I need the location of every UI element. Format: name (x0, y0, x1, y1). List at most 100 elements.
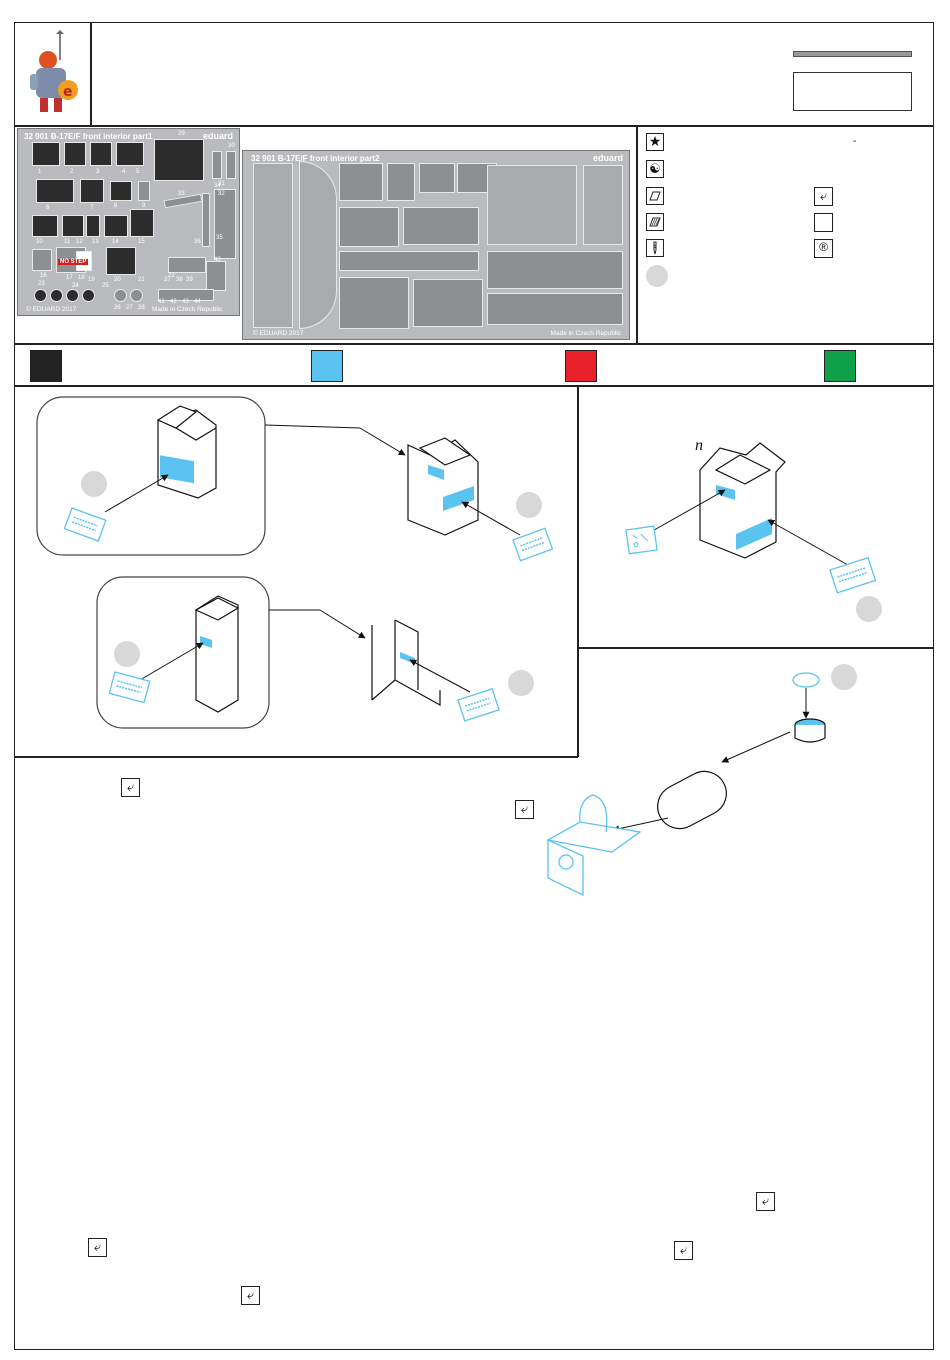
fret1-part-number: 43 (182, 299, 189, 305)
drill-icon (646, 239, 664, 257)
fret1-part-number: 40 (214, 257, 221, 263)
fret2-part-curved-panel (299, 161, 337, 329)
fret1-part-number: 34 (214, 183, 221, 189)
fret1-part-number: 44 (194, 299, 201, 305)
fret-divider (14, 343, 934, 345)
fret1-part-number: 1 (38, 169, 42, 175)
header-mark: - (853, 136, 857, 147)
fret1-part-number: 22 (168, 273, 175, 279)
fret1-part-panel (154, 139, 204, 181)
fret1-part-number: 29 (178, 131, 185, 137)
steps-divider (14, 756, 578, 758)
fret1-part-panel (104, 215, 128, 237)
fret1-part-number: 5 (136, 169, 140, 175)
fret1-part-number: 17 (66, 275, 73, 281)
fret1-part-small (158, 289, 214, 301)
fret1-part-gauge (50, 289, 63, 302)
fret1-part-panel (206, 261, 226, 291)
header-bar (793, 51, 912, 57)
fret1-part-panel (138, 181, 150, 201)
fret1-made-in: Made in Czech Republic (152, 306, 223, 313)
fret2-part-panel (413, 279, 483, 327)
fret2-part-panel (419, 163, 455, 193)
fret-part2: 32 901 B-17E/F front interior part2 edua… (242, 150, 630, 340)
color-swatch (824, 350, 856, 382)
plane-card-icon (646, 187, 664, 205)
fret-part1: 32 901 B-17E/F front interior part1 edua… (17, 128, 240, 316)
fret-legend-divider (636, 125, 638, 344)
r-circle-icon: ® (814, 239, 833, 258)
fret1-part-number: 8 (114, 203, 118, 209)
star-icon: ★ (646, 133, 664, 151)
fret1-part-number: 9 (142, 203, 146, 209)
fret1-part-number: 15 (138, 239, 145, 245)
fret1-part-number: 36 (194, 239, 201, 245)
bend-arrow-icon: ⤶ (88, 1238, 107, 1257)
fret1-part-panel (110, 181, 132, 201)
fret1-part-number: 26 (114, 305, 121, 311)
fret1-part-gauge (34, 289, 47, 302)
page-frame (14, 22, 934, 1350)
fret1-part-panel (64, 142, 86, 166)
bend-arrow-icon: ⤶ (674, 1241, 693, 1260)
fret1-part-number: 13 (92, 239, 99, 245)
yin-yang-icon: ☯ (646, 160, 664, 178)
color-swatch (311, 350, 343, 382)
fret1-part-number: 18 (78, 275, 85, 281)
fret1-part-number: 31 (218, 181, 225, 187)
hatched-card-icon (646, 213, 664, 231)
fret2-part-row (339, 251, 479, 271)
fret1-part-number: 27 (126, 305, 133, 311)
fret1-part-number: 30 (228, 143, 235, 149)
bend-arrow-icon: ⤶ (756, 1192, 775, 1211)
fret2-part-panel (387, 163, 415, 201)
fret1-part-number: 6 (46, 205, 50, 211)
fret1-part-panel (62, 215, 84, 237)
fret1-part-number: 37 (164, 277, 171, 283)
fret2-part-tall-panel (487, 165, 577, 245)
bend-arrow-icon: ⤶ (241, 1286, 260, 1305)
empty-box-icon (814, 213, 833, 232)
fret1-part-panel (32, 142, 60, 166)
fret1-part-number: 3 (96, 169, 100, 175)
header-divider (14, 125, 934, 127)
fret1-part-number: 20 (114, 277, 121, 283)
fret1-part-number: 24 (72, 283, 79, 289)
color-swatch (565, 350, 597, 382)
logo-divider (90, 22, 92, 126)
fret1-part-gauge (130, 289, 143, 302)
fret1-part-number: 10 (36, 239, 43, 245)
fret1-part-panel (32, 249, 52, 271)
fret1-part-number: 12 (76, 239, 83, 245)
fret1-title: 32 901 B-17E/F front interior part1 (24, 132, 153, 141)
fret1-part-number: 32 (218, 191, 225, 197)
fret1-part-number: 25 (102, 283, 109, 289)
fret1-part-number: 42 (170, 299, 177, 305)
fret2-title: 32 901 B-17E/F front interior part2 (251, 154, 380, 163)
bend-arrow-icon: ⤶ (814, 187, 833, 206)
fret1-part-number: 4 (122, 169, 126, 175)
color-swatch (30, 350, 62, 382)
fret1-part-lever (202, 193, 210, 247)
fret1-brand: eduard (202, 131, 233, 141)
fret1-part-gauge (82, 289, 95, 302)
fret1-copyright: © EDUARD 2017 (26, 306, 77, 313)
fret1-part-number: 28 (138, 305, 145, 311)
fret1-part-number: 14 (112, 239, 119, 245)
fret2-made-in: Made in Czech Republic (550, 330, 621, 337)
fret1-part-panel (80, 179, 104, 203)
fret1-part-number: 21 (138, 277, 145, 283)
fret2-part-panel (339, 277, 409, 329)
fret1-part-number: 35 (216, 235, 223, 241)
right-step-divider (577, 647, 934, 649)
fret1-part-panel (116, 142, 144, 166)
fret1-part-number: 2 (70, 169, 74, 175)
fret2-copyright: © EDUARD 2017 (253, 330, 304, 337)
top-steps-divider (577, 385, 579, 757)
fret1-part-panel (168, 257, 206, 273)
fret2-part-row (487, 251, 623, 289)
fret1-part-number: 19 (88, 277, 95, 283)
fret2-part-panel (403, 207, 479, 245)
fret1-part-number: 38 (176, 277, 183, 283)
bend-arrow-icon: ⤶ (121, 778, 140, 797)
